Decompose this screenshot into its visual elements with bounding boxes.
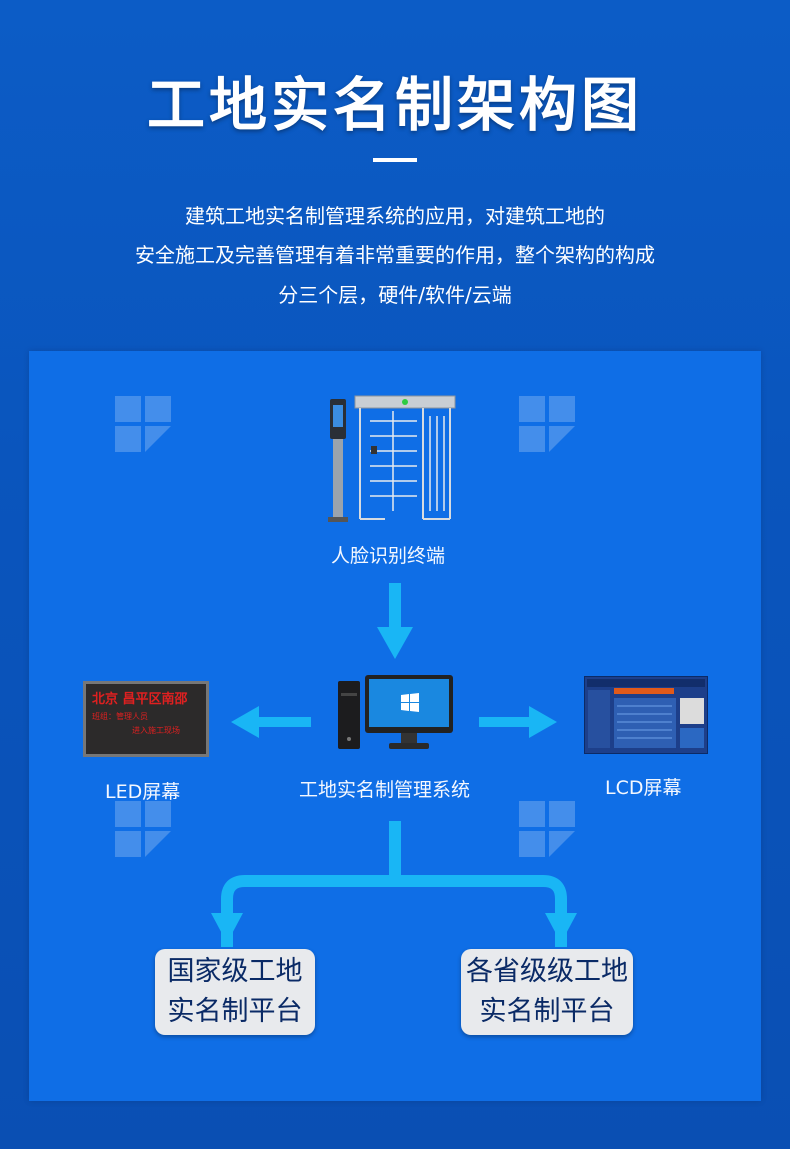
management-system-label: 工地实名制管理系统 (299, 779, 471, 801)
computer-icon (338, 675, 453, 749)
arrow-down-icon (377, 583, 413, 659)
intro-line-2: 安全施工及完善管理有着非常重要的作用，整个架构的构成 (135, 243, 655, 267)
watermark-logo (519, 801, 575, 857)
intro-line-3: 分三个层，硬件/软件/云端 (278, 283, 512, 307)
arrow-right-icon (479, 706, 557, 738)
intro-line-1: 建筑工地实名制管理系统的应用，对建筑工地的 (185, 204, 605, 228)
page-title: 工地实名制架构图 (146, 71, 643, 139)
led-text-line-2: 班组：管理人员 (92, 712, 148, 721)
title-underline (373, 158, 417, 162)
architecture-panel: 人脸识别终端 工地实名制管理系统 北京 昌平区南邵 班组：管理人员 进入施工现场… (29, 351, 761, 1101)
branch-arrows (211, 821, 577, 947)
led-screen-image: 北京 昌平区南邵 班组：管理人员 进入施工现场 (83, 681, 209, 757)
turnstile-face-terminal-image (328, 395, 456, 522)
national-platform-line-1: 国家级工地 (167, 956, 303, 987)
national-platform-box: 国家级工地 实名制平台 (155, 949, 315, 1035)
watermark-logo (115, 801, 171, 857)
arrow-left-icon (231, 706, 311, 738)
led-screen-label: LED屏幕 (105, 781, 181, 803)
led-text-line-3: 进入施工现场 (132, 726, 180, 735)
watermark-logo (519, 396, 575, 452)
provincial-platform-line-1: 各省级级工地 (466, 956, 628, 987)
led-text-line-1: 北京 昌平区南邵 (92, 692, 188, 707)
lcd-screen-image (584, 676, 708, 754)
national-platform-line-2: 实名制平台 (167, 996, 303, 1027)
watermark-logo (115, 396, 171, 452)
provincial-platform-box: 各省级级工地 实名制平台 (461, 949, 633, 1035)
face-terminal-label: 人脸识别终端 (331, 545, 446, 567)
provincial-platform-line-2: 实名制平台 (479, 996, 615, 1027)
lcd-screen-label: LCD屏幕 (605, 777, 682, 799)
